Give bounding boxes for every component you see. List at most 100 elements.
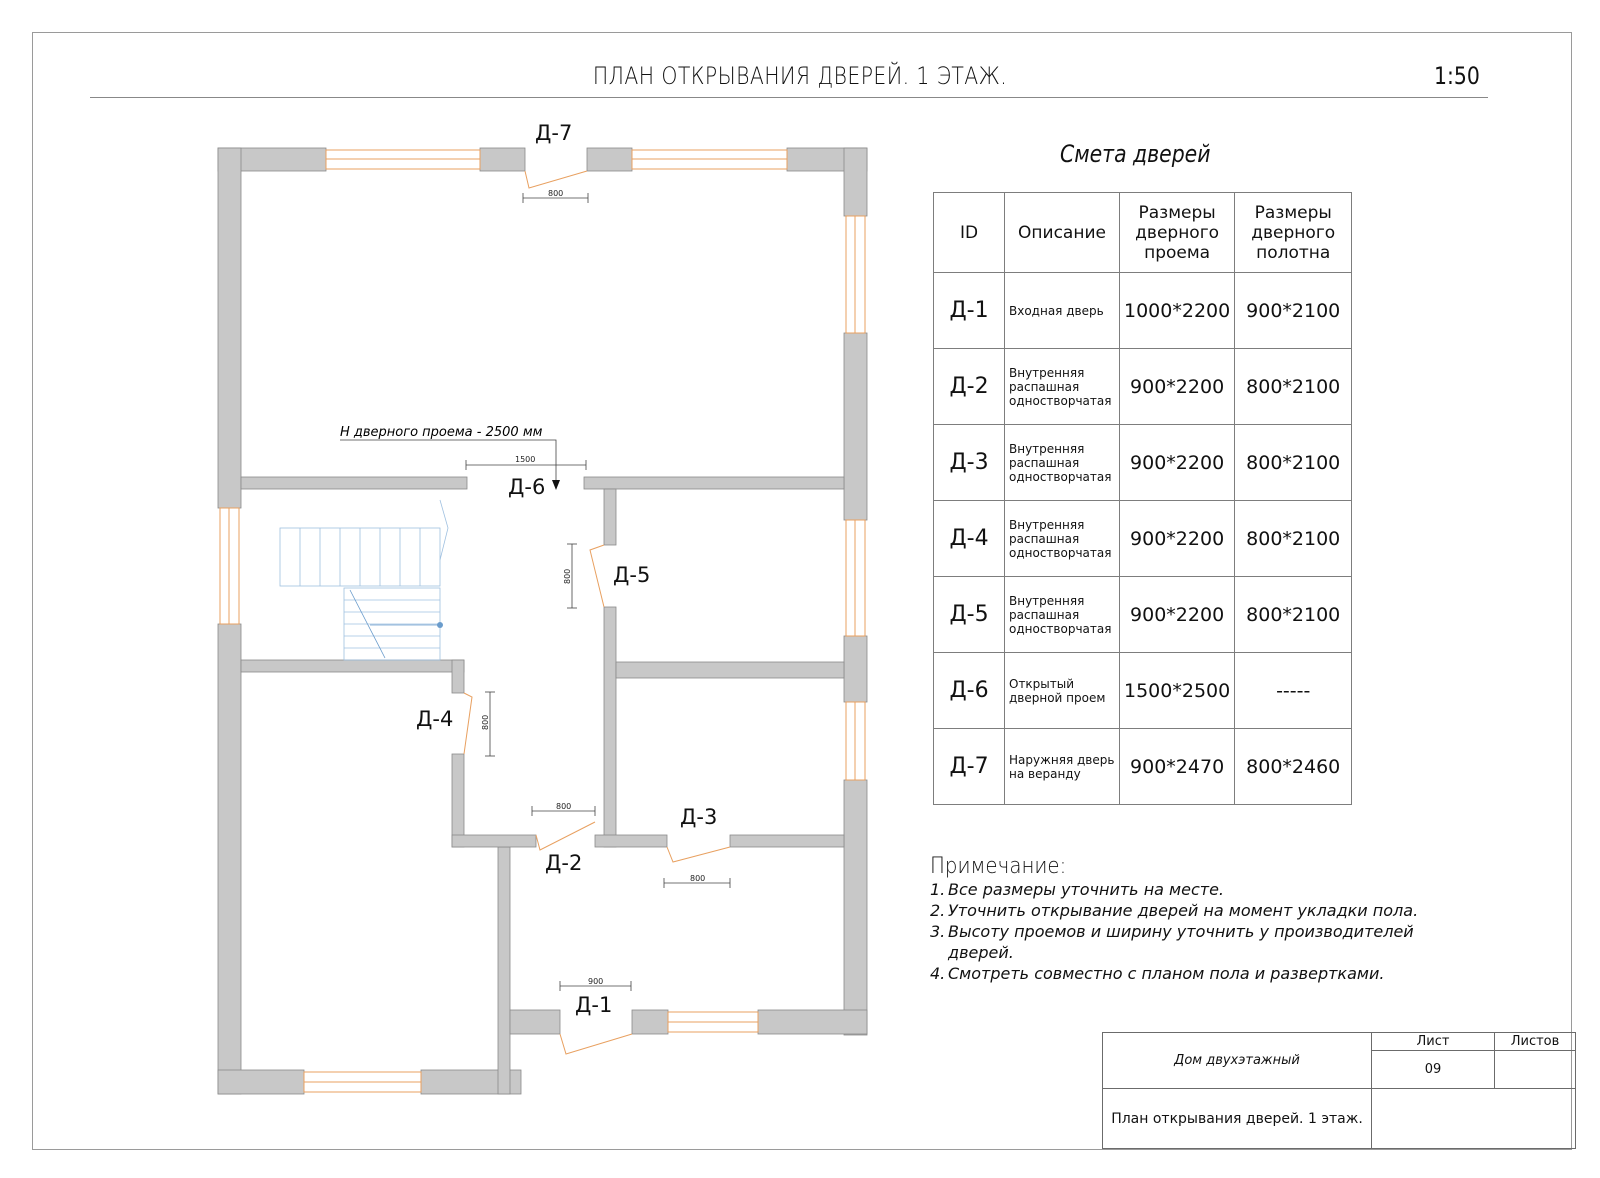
dim-label-d1: 900 — [588, 977, 603, 986]
table-row: Д-4 Внутренняя распашная одностворчатая … — [933, 500, 1353, 577]
note-text: Уточнить открывание дверей на момент укл… — [948, 901, 1419, 920]
list-item: 2.Уточнить открывание дверей на момент у… — [930, 900, 1470, 921]
note-text: Высоту проемов и ширину уточнить у произ… — [948, 922, 1414, 962]
staircase — [279, 499, 449, 661]
note-text: Смотреть совместно с планом пола и разве… — [948, 964, 1385, 983]
row-desc: Открытый дверной проем — [1004, 652, 1120, 729]
dim-label-d4: 800 — [481, 715, 490, 730]
notes-title: Примечание: — [930, 854, 1067, 879]
note-text: Все размеры уточнить на месте. — [948, 880, 1224, 899]
table-row: Д-2 Внутренняя распашная одностворчатая … — [933, 348, 1353, 425]
header-id: ID — [933, 192, 1005, 273]
header-opening: Размеры дверного проема — [1118, 192, 1236, 273]
row-desc: Внутренняя распашная одностворчатая — [1004, 500, 1120, 577]
door-label-d3: Д-3 — [680, 805, 717, 829]
list-item: 1.Все размеры уточнить на месте. — [930, 879, 1470, 900]
row-id: Д-1 — [933, 272, 1005, 349]
row-id: Д-6 — [933, 652, 1005, 729]
table-row: Д-7 Наружняя дверь на веранду 900*2470 8… — [933, 728, 1353, 805]
door-swing-d7 — [524, 170, 588, 189]
sheet-scale: 1:50 — [1434, 62, 1480, 90]
schedule-title: Смета дверей — [1060, 140, 1211, 168]
wall-hall-left-bottom — [451, 753, 465, 848]
row-desc: Внутренняя распашная одностворчатая — [1004, 424, 1120, 501]
door-swing-d4 — [463, 692, 473, 755]
door-swing-d1 — [559, 1033, 633, 1055]
wall-bottom-d1-left — [509, 1009, 561, 1035]
stamp-empty-cell — [1371, 1088, 1576, 1149]
header-desc: Описание — [1004, 192, 1120, 273]
wall-int-upper-left — [240, 476, 468, 490]
stamp-project: Дом двухэтажный — [1102, 1032, 1372, 1089]
stamp-sheets-label: Листов — [1494, 1032, 1576, 1051]
wall-top-mid-right — [586, 147, 633, 172]
row-leaf: 800*2100 — [1234, 500, 1353, 577]
wall-int-lower-right — [729, 834, 845, 848]
table-row: Д-5 Внутренняя распашная одностворчатая … — [933, 576, 1353, 653]
wall-int-upper-right — [583, 476, 845, 490]
dim-label-d7: 800 — [548, 189, 563, 198]
row-id: Д-3 — [933, 424, 1005, 501]
stamp-sheet-title: План открывания дверей. 1 этаж. — [1102, 1088, 1372, 1149]
wall-right-2 — [843, 332, 868, 521]
row-opening: 900*2200 — [1118, 576, 1236, 653]
row-leaf: 800*2460 — [1234, 728, 1353, 805]
wall-bottom-left — [217, 1069, 305, 1095]
row-id: Д-2 — [933, 348, 1005, 425]
row-leaf: 800*2100 — [1234, 424, 1353, 501]
row-opening: 900*2200 — [1118, 500, 1236, 577]
door-label-d2: Д-2 — [545, 851, 582, 875]
title-block: Дом двухэтажный Лист Листов 09 План откр… — [1102, 1032, 1576, 1149]
wall-int-lower-mid — [594, 834, 668, 848]
list-item: 3.Высоту проемов и ширину уточнить у про… — [930, 921, 1470, 963]
row-id: Д-4 — [933, 500, 1005, 577]
row-leaf: 800*2100 — [1234, 576, 1353, 653]
wall-right-1 — [843, 147, 868, 217]
wall-int-lower-left — [451, 834, 537, 848]
note-number: 1. — [930, 880, 946, 899]
wall-hall-left-top — [451, 659, 465, 694]
note-number: 4. — [930, 964, 946, 983]
wall-hall-right-bottom — [603, 606, 617, 848]
drawing-sheet-frame — [32, 32, 1572, 1150]
wall-left-upper — [217, 147, 242, 509]
windows — [219, 149, 866, 1093]
stamp-sheet-number: 09 — [1371, 1050, 1495, 1089]
title-underline — [90, 97, 1488, 98]
wall-right-3 — [843, 635, 868, 703]
note-number: 2. — [930, 901, 946, 920]
notes-list: 1.Все размеры уточнить на месте. 2.Уточн… — [930, 879, 1470, 984]
wall-bottom-d1-right — [631, 1009, 669, 1035]
door-label-d4: Д-4 — [416, 707, 453, 731]
door-label-d7: Д-7 — [535, 121, 572, 145]
table-row: Д-6 Открытый дверной проем 1500*2500 ---… — [933, 652, 1353, 729]
row-opening: 1500*2500 — [1118, 652, 1236, 729]
sheet-title: ПЛАН ОТКРЫВАНИЯ ДВЕРЕЙ. 1 ЭТАЖ. — [592, 62, 1008, 90]
dim-label-d3: 800 — [690, 874, 705, 883]
dimension-lines — [340, 193, 731, 991]
row-desc: Входная дверь — [1004, 272, 1120, 349]
table-row: Д-3 Внутренняя распашная одностворчатая … — [933, 424, 1353, 501]
row-leaf: 800*2100 — [1234, 348, 1353, 425]
door-label-d1: Д-1 — [575, 993, 612, 1017]
door-schedule-table: ID Описание Размеры дверного проема Разм… — [933, 192, 1353, 805]
row-leaf: 900*2100 — [1234, 272, 1353, 349]
row-desc: Внутренняя распашная одностворчатая — [1004, 348, 1120, 425]
wall-right-4 — [843, 779, 868, 1036]
row-opening: 900*2470 — [1118, 728, 1236, 805]
stamp-sheets-count — [1494, 1050, 1576, 1089]
notes-block: Примечание: 1.Все размеры уточнить на ме… — [930, 854, 1470, 984]
row-opening: 1000*2200 — [1118, 272, 1236, 349]
wall-bottom-right — [757, 1009, 868, 1035]
header-leaf: Размеры дверного полотна — [1234, 192, 1353, 273]
wall-left-lower — [217, 623, 242, 1095]
door-swing-d3 — [666, 846, 731, 863]
table-row: Д-1 Входная дверь 1000*2200 900*2100 — [933, 272, 1353, 349]
door-label-d6: Д-6 — [508, 475, 545, 499]
wall-int-stair-bottom — [240, 659, 465, 673]
door-swing-d2 — [535, 821, 596, 851]
row-desc: Наружняя дверь на веранду — [1004, 728, 1120, 805]
row-id: Д-7 — [933, 728, 1005, 805]
list-item: 4.Смотреть совместно с планом пола и раз… — [930, 963, 1470, 984]
